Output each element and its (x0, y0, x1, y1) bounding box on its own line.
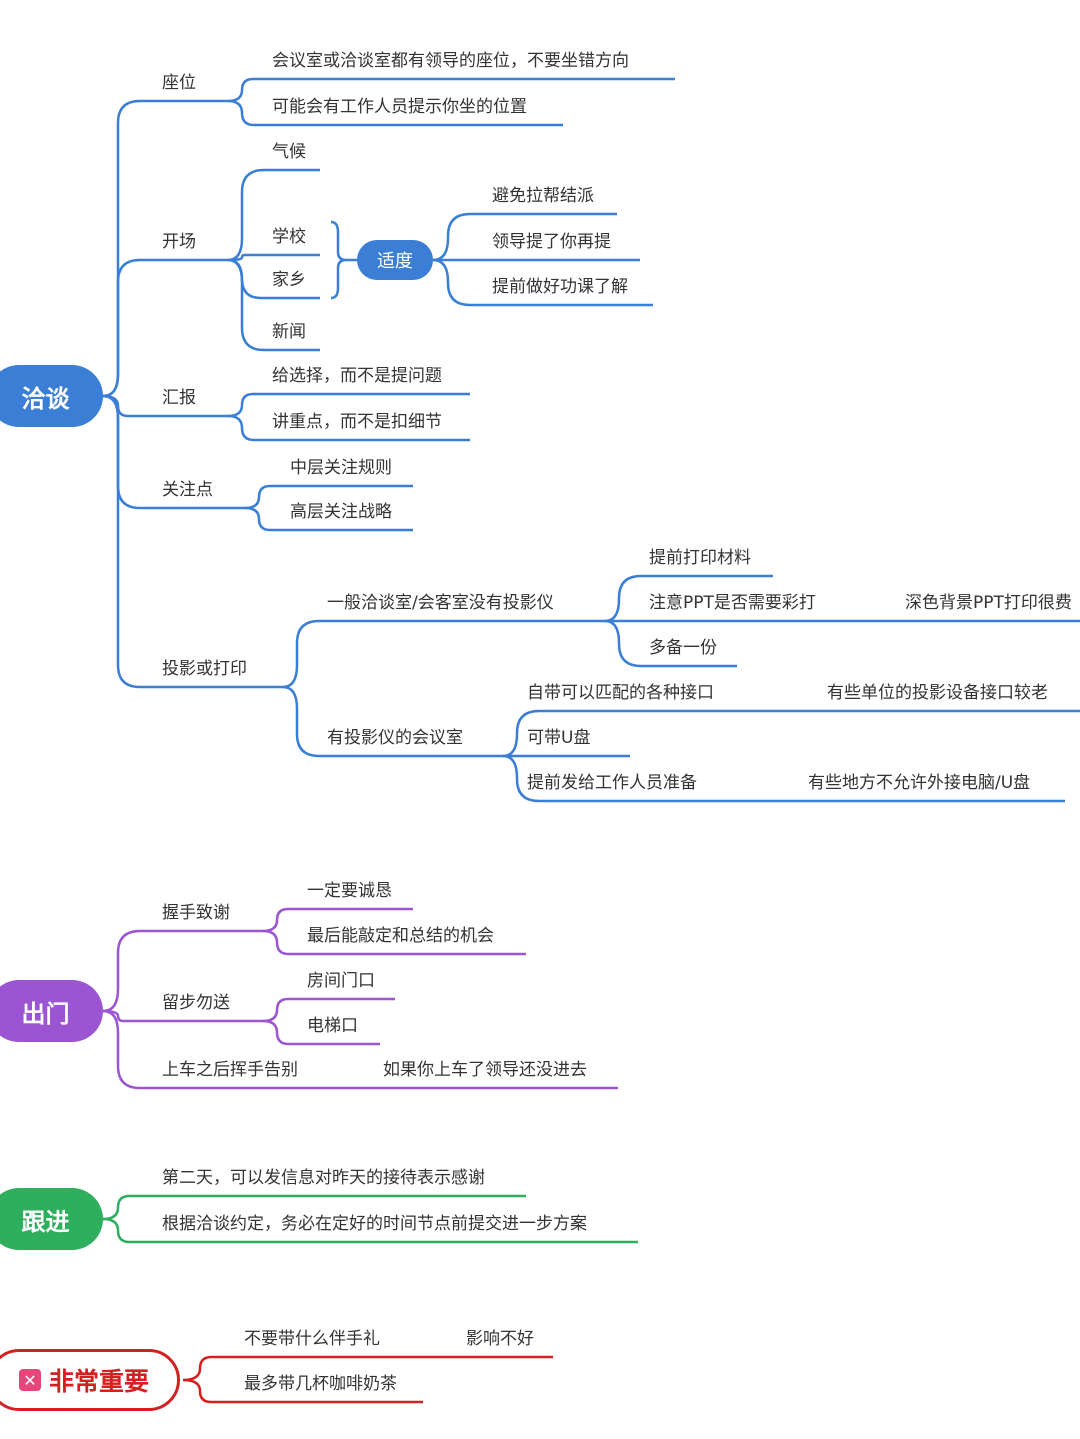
leaf[interactable]: 自带可以匹配的各种接口 (527, 683, 714, 703)
branch-seat[interactable]: 座位 (162, 73, 196, 93)
leaf[interactable]: 注意PPT是否需要彩打 (649, 593, 816, 613)
note[interactable]: 有些单位的投影设备接口较老 (827, 683, 1048, 703)
root-node-follow[interactable]: 跟进 (0, 1188, 103, 1250)
edge (604, 619, 737, 668)
leaf[interactable]: 学校 (272, 227, 306, 247)
leaf[interactable]: 讲重点，而不是扣细节 (272, 412, 442, 432)
note[interactable]: 有些地方不允许外接电脑/U盘 (808, 773, 1031, 793)
note[interactable]: 影响不好 (466, 1329, 534, 1349)
leaf[interactable]: 家乡 (272, 270, 306, 290)
branch-opening[interactable]: 开场 (162, 232, 196, 252)
edge (102, 394, 283, 689)
root-node-important[interactable]: ✕ 非常重要 (0, 1349, 180, 1411)
edge (262, 997, 395, 1023)
branch-no-projector[interactable]: 一般洽谈室/会客室没有投影仪 (327, 593, 554, 613)
leaf[interactable]: 给选择，而不是提问题 (272, 366, 442, 386)
leaf[interactable]: 不要带什么伴手礼 (244, 1329, 380, 1349)
close-square-icon: ✕ (18, 1369, 41, 1391)
leaf[interactable]: 第二天，可以发信息对昨天的接待表示感谢 (162, 1168, 485, 1188)
edge (102, 1009, 263, 1023)
leaf[interactable]: 根据洽谈约定，务必在定好的时间节点前提交进一步方案 (162, 1214, 587, 1234)
leaf[interactable]: 多备一份 (649, 638, 717, 658)
root-node-label: 跟进 (21, 1207, 70, 1236)
edge (502, 709, 1080, 758)
root-node-leave[interactable]: 出门 (0, 980, 103, 1042)
node-moderate[interactable]: 适度 (357, 240, 433, 280)
leaf[interactable]: 高层关注战略 (290, 502, 392, 522)
edge (182, 1378, 423, 1404)
edge (227, 77, 675, 103)
leaf[interactable]: 房间门口 (307, 971, 375, 991)
note[interactable]: 深色背景PPT打印很费 (905, 593, 1072, 613)
leaf[interactable]: 提前发给工作人员准备 (527, 773, 697, 793)
edge (262, 907, 413, 933)
edge (262, 1019, 380, 1046)
leaf[interactable]: 领导提了你再提 (492, 232, 611, 252)
edge (182, 1355, 553, 1382)
root-node-label: 洽谈 (21, 384, 70, 413)
branch-wave[interactable]: 上车之后挥手告别 (162, 1060, 298, 1080)
leaf[interactable]: 新闻 (272, 322, 306, 342)
edge (102, 1009, 618, 1090)
branch-with-projector[interactable]: 有投影仪的会议室 (327, 728, 463, 748)
edge (244, 506, 413, 532)
root-node-label: 出门 (21, 999, 70, 1028)
leaf[interactable]: 可带U盘 (527, 728, 591, 748)
brace (330, 220, 347, 300)
leaf[interactable]: 避免拉帮结派 (492, 186, 594, 206)
edge (227, 392, 470, 418)
edge (432, 258, 653, 307)
leaf[interactable]: 中层关注规则 (290, 458, 392, 478)
root-node-label: 非常重要 (48, 1367, 149, 1396)
leaf[interactable]: 提前打印材料 (649, 548, 751, 568)
edge (227, 168, 320, 262)
branch-projection[interactable]: 投影或打印 (162, 659, 247, 679)
root-node-negotiate[interactable]: 洽谈 (0, 365, 103, 427)
leaf[interactable]: 提前做好功课了解 (492, 277, 628, 297)
edge (282, 685, 503, 758)
branch-report[interactable]: 汇报 (162, 388, 196, 408)
edge (102, 258, 228, 398)
edge (244, 484, 413, 510)
edge (604, 574, 773, 623)
branch-focus[interactable]: 关注点 (162, 480, 213, 500)
edge (432, 212, 617, 262)
leaf[interactable]: 最后能敲定和总结的机会 (307, 926, 494, 946)
note[interactable]: 如果你上车了领导还没进去 (383, 1060, 587, 1080)
edge (227, 253, 320, 262)
leaf[interactable]: 可能会有工作人员提示你坐的位置 (272, 97, 527, 117)
edge (227, 258, 320, 352)
edge (262, 929, 526, 956)
edge (227, 99, 563, 127)
edge (102, 929, 263, 1013)
edge (102, 1217, 638, 1244)
node-label: 适度 (377, 251, 413, 272)
leaf[interactable]: 会议室或洽谈室都有领导的座位，不要坐错方向 (272, 51, 629, 71)
leaf[interactable]: 电梯口 (307, 1016, 358, 1036)
edge (227, 414, 470, 442)
branch-see-off[interactable]: 留步勿送 (162, 993, 230, 1013)
branch-handshake[interactable]: 握手致谢 (162, 903, 230, 923)
leaf[interactable]: 一定要诚恳 (307, 881, 392, 901)
edge (502, 754, 1065, 803)
edge (282, 619, 605, 689)
edge (102, 1194, 526, 1221)
leaf[interactable]: 气候 (272, 142, 306, 162)
leaf[interactable]: 最多带几杯咖啡奶茶 (244, 1374, 397, 1394)
